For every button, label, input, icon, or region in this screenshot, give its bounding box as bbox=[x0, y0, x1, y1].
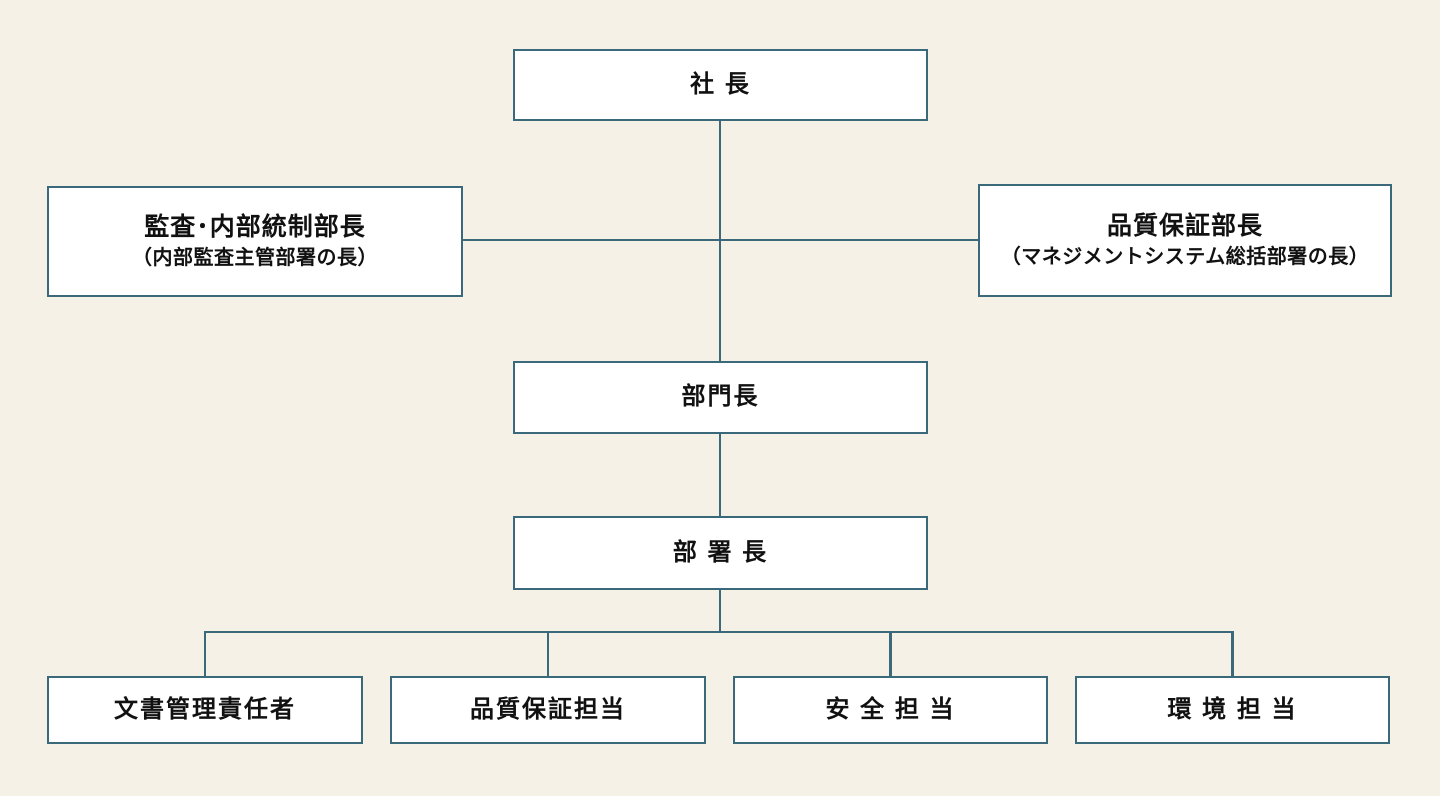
connector-bottom-bus bbox=[203, 630, 1234, 634]
node-division-head: 部門長 bbox=[513, 361, 928, 434]
node-quality-director-subtitle: （マネジメントシステム総括部署の長） bbox=[1000, 246, 1370, 269]
connector-president-division bbox=[718, 120, 722, 363]
node-document-manager-label: 文書管理責任者 bbox=[114, 695, 296, 723]
node-president-label: 社 長 bbox=[690, 70, 751, 98]
connector-division-department bbox=[718, 432, 722, 518]
connector-drop-quality-staff bbox=[546, 630, 550, 677]
node-division-head-label: 部門長 bbox=[681, 383, 760, 411]
connector-drop-safety-staff bbox=[889, 630, 892, 677]
node-audit-director-title: 監査･内部統制部長 bbox=[144, 212, 366, 241]
node-president: 社 長 bbox=[513, 49, 928, 121]
node-quality-director: 品質保証部長 （マネジメントシステム総括部署の長） bbox=[978, 184, 1392, 297]
connector-side-directors bbox=[462, 238, 979, 242]
node-environment-staff-label: 環 境 担 当 bbox=[1167, 695, 1298, 723]
node-environment-staff: 環 境 担 当 bbox=[1075, 676, 1390, 744]
node-safety-staff: 安 全 担 当 bbox=[733, 676, 1048, 744]
node-department-head: 部 署 長 bbox=[513, 516, 928, 590]
node-department-head-label: 部 署 長 bbox=[672, 538, 769, 566]
node-safety-staff-label: 安 全 担 当 bbox=[825, 695, 956, 723]
node-document-manager: 文書管理責任者 bbox=[47, 676, 363, 744]
connector-drop-document-manager bbox=[203, 630, 207, 677]
node-quality-staff: 品質保証担当 bbox=[390, 676, 706, 744]
node-quality-staff-label: 品質保証担当 bbox=[470, 695, 626, 723]
node-audit-director: 監査･内部統制部長 （内部監査主管部署の長） bbox=[47, 186, 463, 297]
connector-department-bus bbox=[718, 589, 722, 632]
node-audit-director-subtitle: （内部監査主管部署の長） bbox=[132, 247, 378, 270]
node-quality-director-title: 品質保証部長 bbox=[1106, 211, 1263, 240]
connector-drop-environment-staff bbox=[1231, 630, 1234, 677]
